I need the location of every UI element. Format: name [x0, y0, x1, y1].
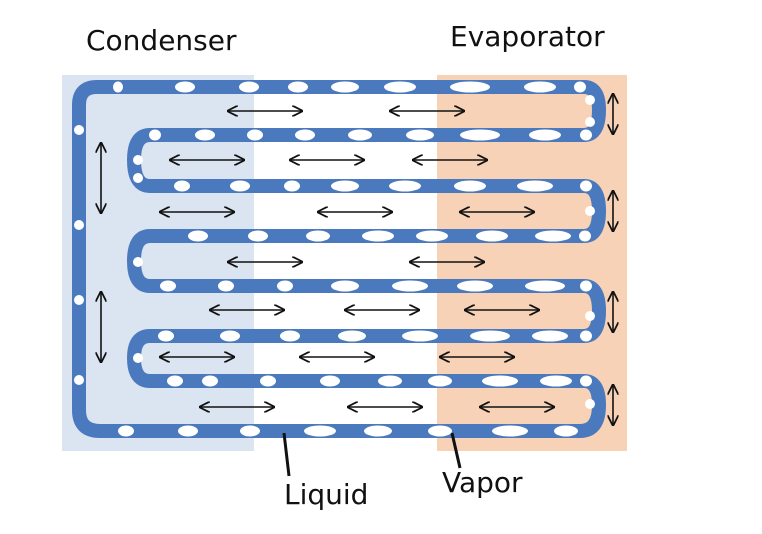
slug-bubble — [167, 375, 183, 387]
slug-bubble — [174, 180, 190, 192]
slug-bubble — [260, 375, 276, 387]
slug-bubble — [574, 81, 586, 93]
slug-bubble — [482, 375, 518, 387]
slug-bubble — [457, 280, 493, 292]
slug-bubble — [160, 280, 176, 292]
slug-bubble — [392, 280, 428, 292]
slug-bubble — [320, 375, 340, 387]
slug-bubble — [74, 125, 84, 135]
slug-bubble — [239, 81, 259, 93]
slug-bubble — [579, 230, 591, 242]
slug-bubble — [585, 95, 595, 105]
slug-bubble — [580, 129, 592, 141]
slug-bubble — [540, 375, 572, 387]
slug-bubble — [133, 257, 143, 267]
slug-bubble — [585, 311, 595, 321]
slug-bubble — [338, 330, 366, 342]
vapor-label: Vapor — [442, 466, 523, 499]
slug-bubble — [74, 220, 84, 230]
slug-bubble — [280, 330, 300, 342]
slug-bubble — [240, 425, 260, 437]
slug-bubble — [402, 330, 438, 342]
slug-bubble — [188, 230, 208, 242]
slug-bubble — [113, 81, 123, 93]
slug-bubble — [230, 180, 250, 192]
slug-bubble — [428, 425, 452, 437]
slug-bubble — [389, 180, 421, 192]
slug-bubble — [535, 230, 571, 242]
slug-bubble — [220, 330, 240, 342]
liquid-indicator-line — [282, 432, 291, 477]
slug-bubble — [378, 375, 402, 387]
vapor-indicator-line — [450, 432, 462, 469]
slug-bubble — [149, 129, 161, 141]
slug-bubble — [525, 280, 565, 292]
slug-bubble — [331, 81, 359, 93]
slug-bubble — [585, 206, 595, 216]
slug-bubble — [74, 375, 84, 385]
slug-bubble — [247, 129, 263, 141]
fluid-slugs — [74, 81, 595, 437]
slug-bubble — [133, 155, 143, 165]
slug-bubble — [580, 280, 592, 292]
slug-bubble — [133, 173, 143, 183]
slug-bubble — [416, 230, 448, 242]
slug-bubble — [158, 330, 174, 342]
oscillation-arrows — [101, 94, 613, 425]
condenser-label: Condenser — [86, 24, 237, 57]
slug-bubble — [348, 129, 372, 141]
slug-bubble — [492, 425, 528, 437]
slug-bubble — [362, 230, 394, 242]
liquid-label: Liquid — [284, 478, 369, 511]
slug-bubble — [295, 129, 315, 141]
slug-bubble — [331, 180, 359, 192]
slug-bubble — [248, 230, 268, 242]
slug-bubble — [331, 280, 359, 292]
slug-bubble — [218, 280, 234, 292]
slug-bubble — [450, 81, 490, 93]
slug-bubble — [580, 375, 592, 387]
slug-bubble — [133, 353, 143, 363]
slug-bubble — [304, 425, 336, 437]
slug-bubble — [554, 425, 578, 437]
slug-bubble — [306, 230, 330, 242]
slug-bubble — [195, 129, 215, 141]
slug-bubble — [460, 129, 500, 141]
slug-bubble — [178, 425, 198, 437]
slug-bubble — [585, 399, 595, 409]
slug-bubble — [284, 180, 300, 192]
slug-bubble — [470, 330, 510, 342]
slug-bubble — [529, 129, 561, 141]
slug-bubble — [517, 180, 553, 192]
slug-bubble — [202, 375, 218, 387]
slug-bubble — [580, 330, 592, 342]
slug-bubble — [288, 81, 308, 93]
slug-bubble — [175, 81, 195, 93]
slug-bubble — [524, 81, 556, 93]
slug-bubble — [364, 425, 392, 437]
slug-bubble — [406, 129, 434, 141]
evaporator-label: Evaporator — [450, 20, 605, 53]
slug-bubble — [580, 180, 592, 192]
slug-bubble — [476, 230, 508, 242]
slug-bubble — [532, 330, 568, 342]
slug-bubble — [74, 295, 84, 305]
slug-bubble — [428, 375, 452, 387]
slug-bubble — [454, 180, 486, 192]
slug-bubble — [384, 81, 416, 93]
indicator-lines — [282, 432, 462, 477]
slug-bubble — [277, 280, 293, 292]
slug-bubble — [118, 425, 134, 437]
slug-bubble — [585, 117, 595, 127]
